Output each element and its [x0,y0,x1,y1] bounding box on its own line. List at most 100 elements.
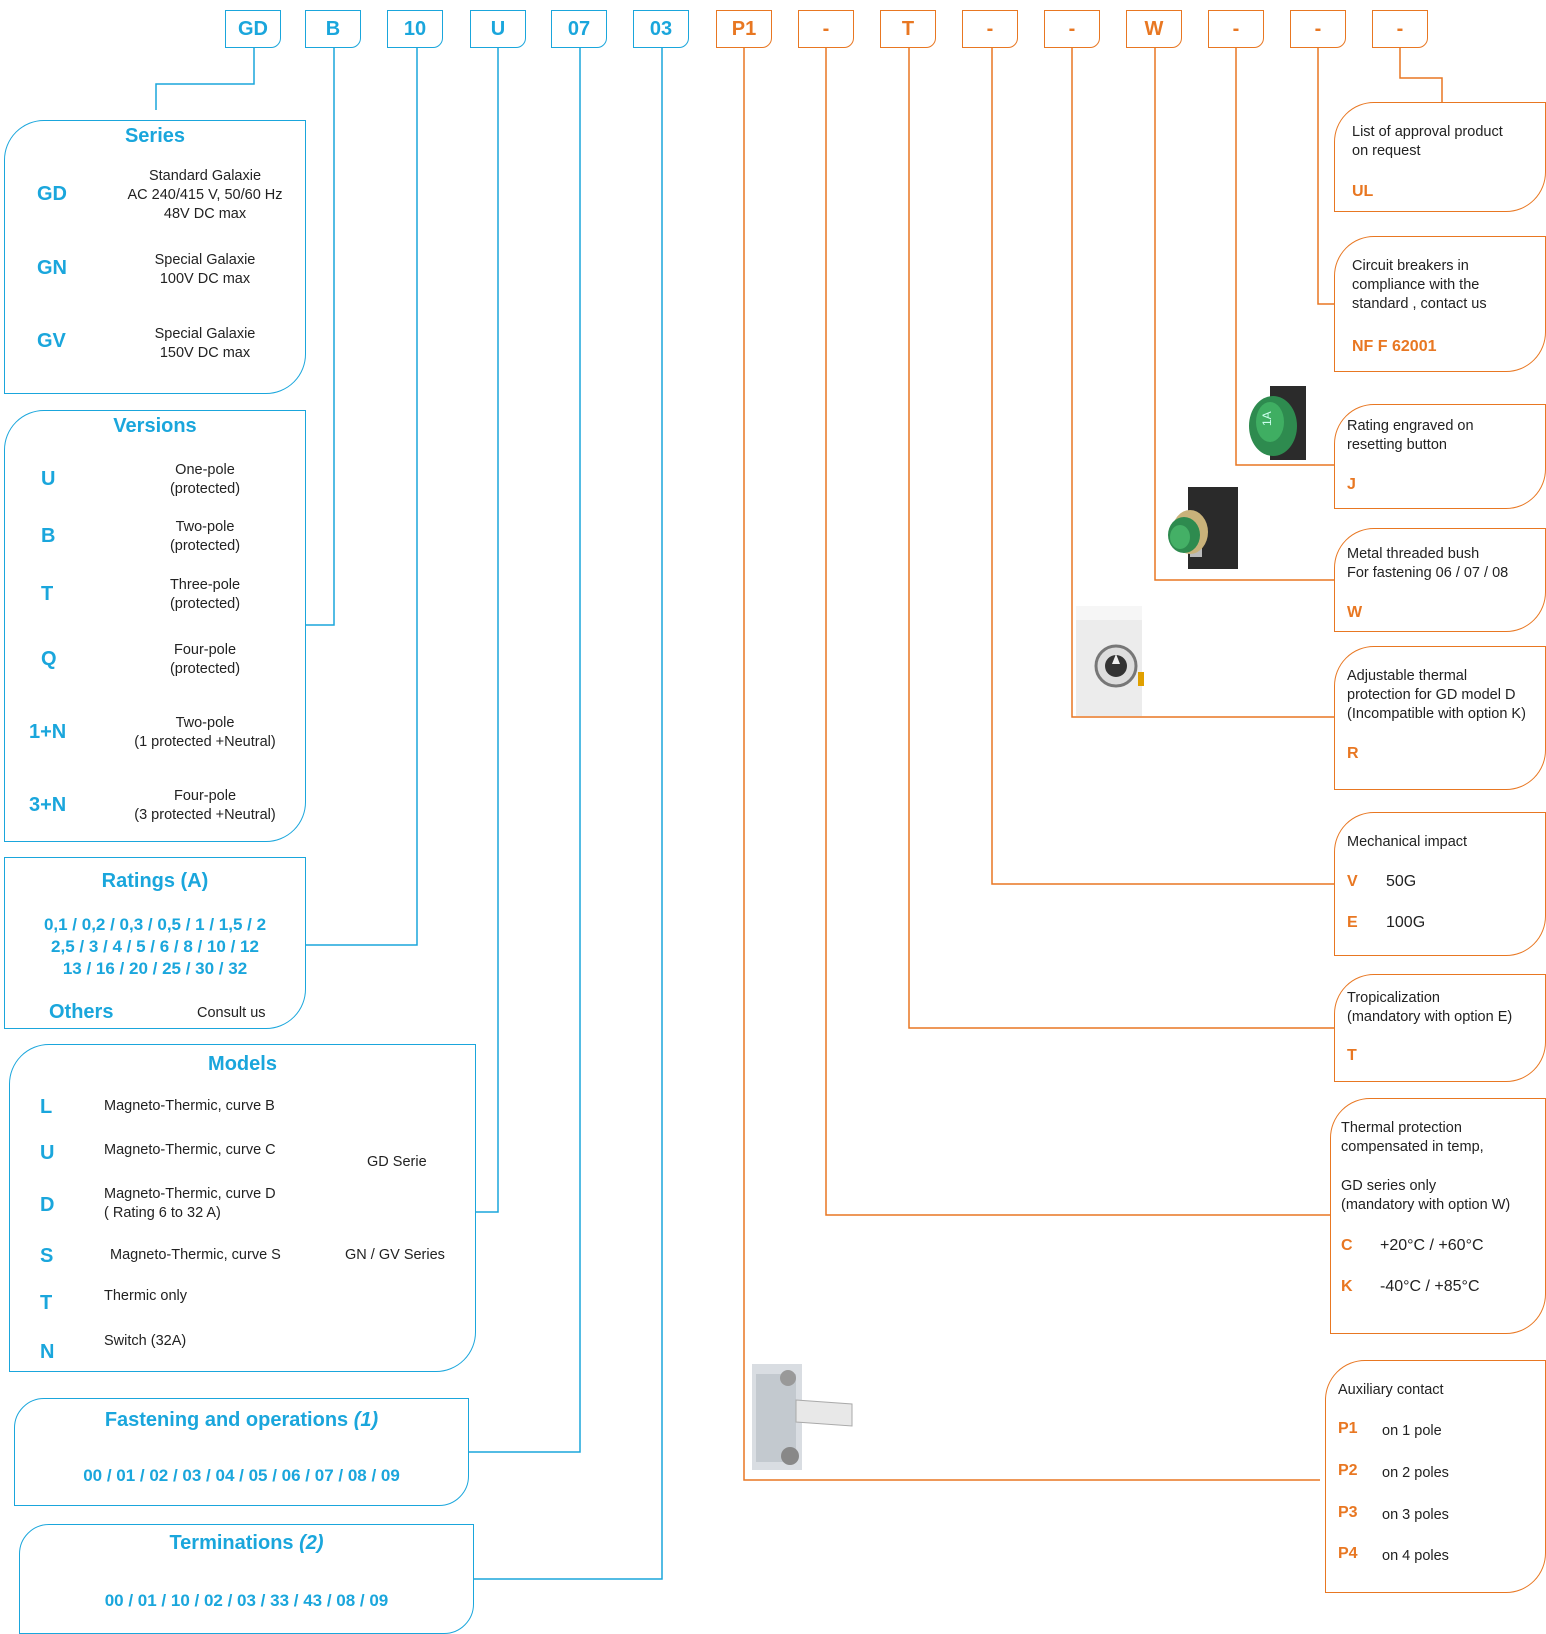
fastening-panel: Fastening and operations (1) 00 / 01 / 0… [14,1398,469,1506]
version-desc-u: One-pole(protected) [169,462,241,497]
code-box-series: GD [225,10,281,48]
code-box-thermal: - [798,10,854,48]
auxiliary-contact-photo [752,1364,853,1470]
version-desc-q: Four-pole(protected) [169,642,241,677]
option-impact-code-v: V [1347,873,1358,890]
option-aux-value-p1: on 1 pole [1382,1423,1442,1439]
option-impact-text: Mechanical impact [1347,834,1468,850]
fastening-title: Fastening and operations (1) [104,1409,379,1431]
option-nf-text: Circuit breakers in compliance with the … [1352,258,1487,312]
code-box-rating: 10 [387,10,443,48]
option-thermal-text2: GD series only (mandatory with option W) [1341,1178,1511,1213]
version-code-u: U [41,468,56,490]
code-box-bush: W [1126,10,1182,48]
option-thermal-text: Thermal protection compensated in temp, [1341,1120,1484,1155]
ratings-others-value: Consult us [197,1005,266,1021]
option-aux-code-p4: P4 [1338,1545,1358,1562]
model-desc-d: Magneto-Thermic, curve D ( Rating 6 to 3… [104,1186,276,1221]
series-title: Series [124,125,186,147]
option-impact-code-e: E [1347,914,1358,931]
option-impact-panel: Mechanical impact V 50G E 100G [1334,812,1546,956]
version-desc-3n: Four-pole(3 protected +Neutral) [134,788,276,823]
option-w-code: W [1347,604,1363,621]
model-code-s: S [40,1245,54,1267]
model-code-n: N [40,1341,55,1363]
version-desc-t: Three-pole(protected) [169,577,241,612]
models-panel: Models L Magneto-Thermic, curve B U Magn… [9,1044,476,1372]
version-code-3n: 3+N [29,794,67,816]
threaded-bush-photo [1168,487,1238,569]
code-box-tropicalization: T [880,10,936,48]
ratings-panel: Ratings (A) 0,1 / 0,2 / 0,3 / 0,5 / 1 / … [4,857,306,1029]
option-aux-code-p3: P3 [1338,1504,1358,1521]
option-aux-value-p2: on 2 poles [1382,1465,1449,1481]
version-code-1n: 1+N [29,721,67,743]
option-nf-code: NF F 62001 [1352,338,1437,355]
option-aux-text: Auxiliary contact [1338,1382,1444,1398]
option-aux-panel: Auxiliary contact P1 on 1 pole P2 on 2 p… [1325,1360,1546,1593]
code-box-termination: 03 [633,10,689,48]
option-thermal-value-k: -40°C / +85°C [1380,1278,1480,1295]
series-code-gv: GV [37,330,66,352]
series-code-gn: GN [37,257,67,279]
code-box-nf: - [1290,10,1346,48]
models-title: Models [208,1053,277,1075]
version-desc-1n: Two-pole(1 protected +Neutral) [134,715,276,750]
model-group-gd: GD Serie [367,1154,427,1170]
option-aux-value-p3: on 3 poles [1382,1507,1449,1523]
option-j-text: Rating engraved on resetting button [1347,418,1474,453]
option-aux-code-p2: P2 [1338,1462,1358,1479]
terminations-title: Terminations (2) [169,1532,324,1554]
ratings-title: Ratings (A) [101,870,209,892]
option-w-panel: Metal threaded bush For fastening 06 / 0… [1334,528,1546,632]
terminations-values: 00 / 01 / 10 / 02 / 03 / 33 / 43 / 08 / … [104,1591,389,1610]
option-j-panel: Rating engraved on resetting button J [1334,404,1546,509]
code-box-model: U [470,10,526,48]
model-desc-t: Thermic only [104,1288,187,1304]
version-desc-b: Two-pole(protected) [169,519,241,554]
svg-text:1A: 1A [1260,411,1274,426]
code-box-engraved: - [1208,10,1264,48]
model-desc-s: Magneto-Thermic, curve S [110,1247,281,1263]
option-aux-value-p4: on 4 poles [1382,1548,1449,1564]
adjustable-thermal-photo [1076,606,1144,716]
option-thermal-code-c: C [1341,1237,1353,1254]
option-w-text: Metal threaded bush For fastening 06 / 0… [1347,546,1509,581]
code-box-fastening: 07 [551,10,607,48]
code-box-ul: - [1372,10,1428,48]
code-box-impact: - [962,10,1018,48]
fastening-values: 00 / 01 / 02 / 03 / 04 / 05 / 06 / 07 / … [83,1466,400,1485]
option-thermal-value-c: +20°C / +60°C [1380,1237,1484,1254]
option-j-code: J [1347,476,1356,493]
version-code-t: T [41,583,54,605]
option-r-code: R [1347,745,1359,762]
option-nf-panel: Circuit breakers in compliance with the … [1334,236,1546,372]
model-desc-l: Magneto-Thermic, curve B [104,1098,275,1114]
option-trop-panel: Tropicalization (mandatory with option E… [1334,974,1546,1082]
option-trop-text: Tropicalization (mandatory with option E… [1347,990,1513,1025]
ratings-others-label: Others [49,1001,114,1023]
option-impact-value-v: 50G [1386,873,1417,890]
option-r-panel: Adjustable thermal protection for GD mod… [1334,646,1546,790]
model-code-l: L [40,1096,53,1118]
option-trop-code: T [1347,1047,1357,1064]
version-code-b: B [41,525,56,547]
series-code-gd: GD [37,183,67,205]
terminations-panel: Terminations (2) 00 / 01 / 10 / 02 / 03 … [19,1524,474,1634]
option-thermal-panel: Thermal protection compensated in temp, … [1330,1098,1546,1334]
option-ul-code: UL [1352,183,1374,200]
model-desc-u: Magneto-Thermic, curve C [104,1142,276,1158]
code-box-aux-contact: P1 [716,10,772,48]
option-ul-text: List of approval product on request [1352,124,1503,159]
model-group-gngv: GN / GV Series [345,1247,445,1263]
model-code-d: D [40,1194,55,1216]
engraved-button-photo: 1A [1249,386,1306,460]
option-ul-panel: List of approval product on request UL [1334,102,1546,212]
model-code-t: T [40,1292,53,1314]
versions-title: Versions [113,415,197,437]
